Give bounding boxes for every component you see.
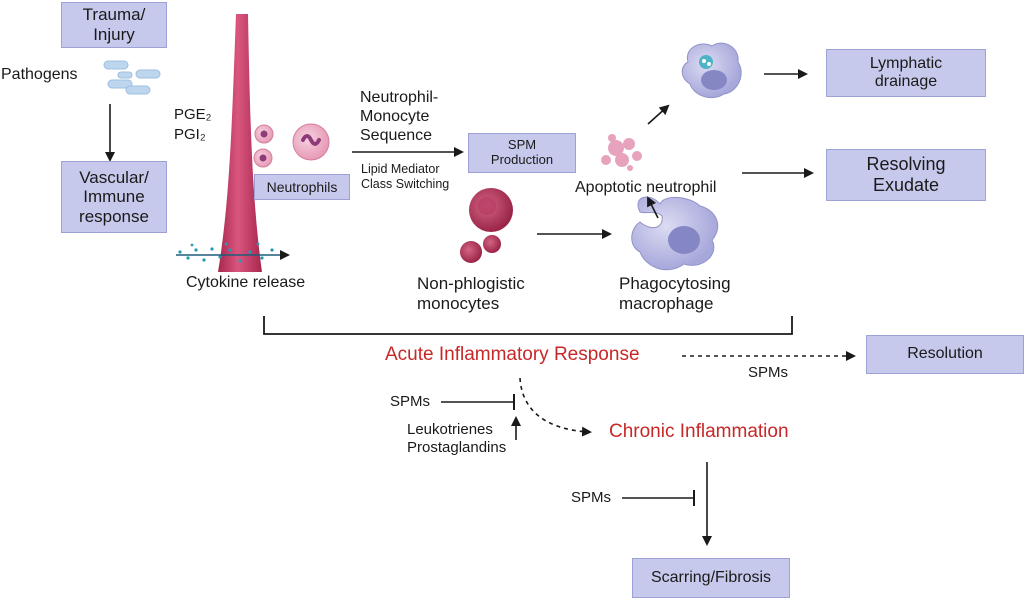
trauma-injury-box: Trauma/ Injury [61,2,167,48]
phagocytosing-macrophage-label: Phagocytosing macrophage [619,274,731,314]
spms-resolution-label: SPMs [748,364,789,381]
vascular-immune-box: Vascular/ Immune response [61,161,167,233]
acute-to-chronic-arrow [519,377,592,437]
apoptotic-neutrophil-icon [601,134,642,171]
monocyte-cell-icons [460,188,513,263]
lipid-mediator-label: Lipid Mediator Class Switching [361,162,450,191]
cytokine-particles [178,242,274,263]
pgi2-label: PGI₂ [174,126,206,143]
neutrophil-cell-icons [253,123,330,168]
pathogens-icon [103,60,161,95]
cytokine-release-label: Cytokine release [186,274,306,291]
neutrophil-monocyte-sequence-label: Neutrophil- Monocyte Sequence [360,89,439,145]
resolving-exudate-box: Resolving Exudate [826,149,986,201]
resolution-box: Resolution [866,335,1024,374]
efferocytic-macrophage-icon [681,42,742,99]
apoptotic-neutrophil-label: Apoptotic neutrophil [575,179,717,196]
macrophage-icon [631,196,719,271]
apoptotic-to-lymphatic-arrow [647,104,670,125]
spm-production-box: SPM Production [468,133,576,173]
acute-bracket [263,316,793,335]
scarring-fibrosis-box: Scarring/Fibrosis [632,558,790,598]
spms-left-label: SPMs [390,393,431,410]
acute-inflammatory-response-label: Acute Inflammatory Response [385,344,640,365]
neutrophils-box: Neutrophils [254,174,350,200]
pge2-label: PGE₂ [174,106,212,123]
blood-vessel [218,14,262,272]
pathogens-label: Pathogens [1,66,78,83]
chronic-inflammation-label: Chronic Inflammation [609,421,789,442]
non-phlogistic-monocytes-label: Non-phlogistic monocytes [417,274,525,314]
macrophage-to-apoptotic-arrow [647,196,659,219]
spms-lower-label: SPMs [571,489,612,506]
lymphatic-drainage-box: Lymphatic drainage [826,49,986,97]
leukotrienes-prostaglandins-label: Leukotrienes Prostaglandins [407,421,507,456]
